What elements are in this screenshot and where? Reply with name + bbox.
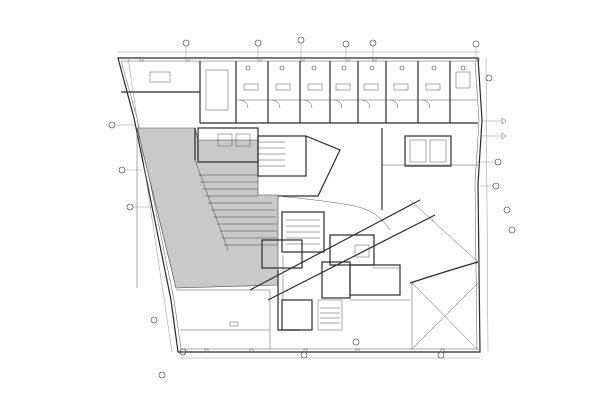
- top-room-row: [121, 61, 478, 124]
- lower-left-space: [176, 289, 271, 349]
- section-markers: [482, 117, 507, 140]
- lower-rooms: [261, 211, 410, 331]
- grid-bubbles-right: [478, 74, 516, 234]
- shaded-hall: [136, 127, 279, 289]
- grid-bubbles-top: [182, 36, 480, 58]
- right-open-space: [381, 128, 479, 351]
- central-core: [197, 127, 341, 197]
- grid-bubbles-bottom: [179, 338, 445, 359]
- grid-bubbles-left: [108, 121, 166, 379]
- dimension-lines: [118, 51, 489, 359]
